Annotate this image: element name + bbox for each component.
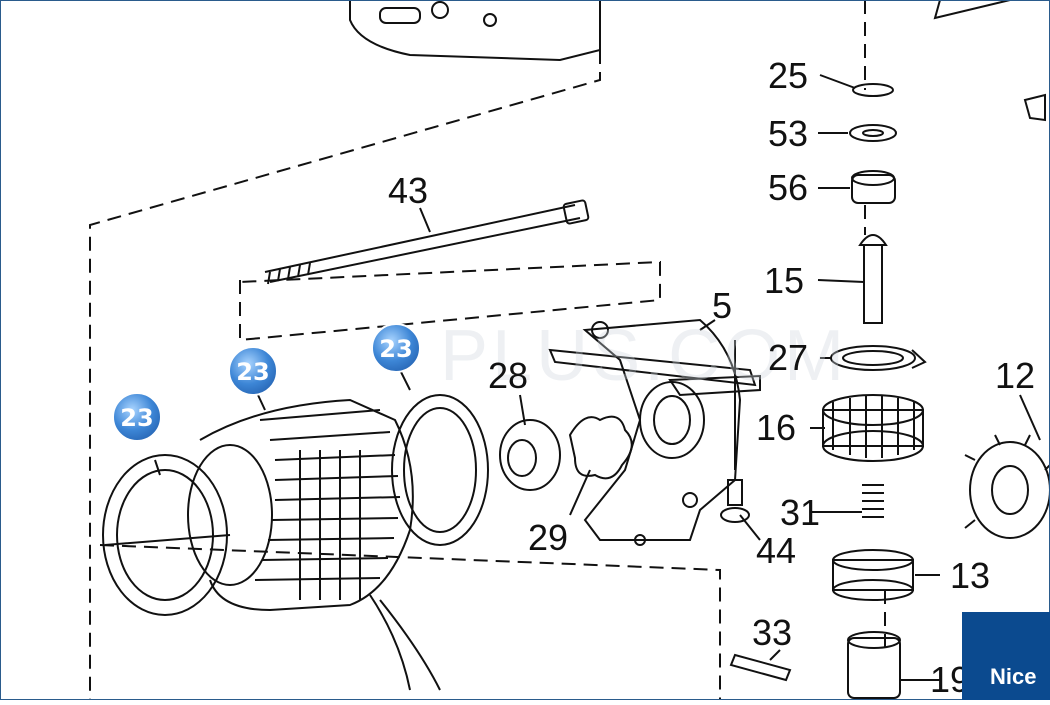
brand-logo-text: Nice: [990, 664, 1037, 689]
hotspot-label: 23: [120, 404, 153, 432]
watermark-text: PLUS.COM: [440, 316, 848, 396]
callout-13: 13: [950, 555, 990, 596]
callout-15: 15: [764, 260, 804, 301]
callout-27: 27: [768, 337, 808, 378]
hotspot-23-middle[interactable]: 23: [228, 346, 278, 396]
hotspot-23-left[interactable]: 23: [112, 392, 162, 442]
callout-33: 33: [752, 612, 792, 653]
callout-56: 56: [768, 167, 808, 208]
hotspot-label: 23: [379, 335, 412, 363]
callout-29: 29: [528, 517, 568, 558]
callout-5: 5: [712, 285, 732, 326]
callout-28: 28: [488, 355, 528, 396]
hotspot-label: 23: [236, 358, 269, 386]
callout-12: 12: [995, 355, 1035, 396]
brand-logo: Nice: [962, 612, 1050, 700]
hotspot-23-right[interactable]: 23: [371, 323, 421, 373]
callout-16: 16: [756, 407, 796, 448]
top-housing-outline: [349, 0, 601, 62]
callout-31: 31: [780, 492, 820, 533]
callout-53: 53: [768, 113, 808, 154]
callout-43: 43: [388, 170, 428, 211]
callout-44: 44: [756, 530, 796, 571]
callout-25: 25: [768, 55, 808, 96]
